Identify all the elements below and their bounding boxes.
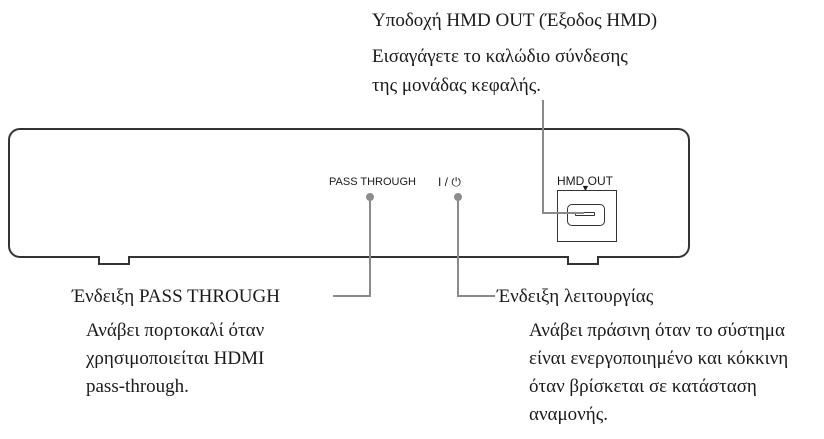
pass-through-callout-description-line2: χρησιμοποιείται HDMI	[86, 348, 265, 369]
pass-through-leader-horizontal	[333, 295, 371, 297]
hmd-out-callout-description-line1: Εισαγάγετε το καλώδιο σύνδεσης	[372, 46, 628, 67]
power-callout-description-line3: όταν βρίσκεται σε κατάσταση	[529, 376, 757, 397]
power-indicator-led	[454, 193, 462, 201]
power-symbol-label: I / ⏻	[438, 175, 461, 189]
hmd-out-arrow-icon: ▼	[581, 183, 590, 193]
hmd-out-leader-horizontal	[542, 212, 584, 214]
pass-through-callout-description-line3: pass-through.	[86, 376, 189, 397]
hmd-out-callout-title: Υποδοχή HMD OUT (Έξοδος HMD)	[372, 10, 658, 31]
power-callout-description-line4: αναμονής.	[529, 404, 608, 425]
hmd-out-port-slot	[575, 212, 595, 216]
hmd-out-port-connector	[567, 204, 605, 226]
hmd-out-port	[557, 190, 617, 242]
pass-through-leader-vertical	[369, 201, 371, 297]
power-callout-description-line2: είναι ενεργοποιημένο και κόκκινη	[529, 348, 789, 369]
power-callout-title: Ένδειξη λειτουργίας	[497, 286, 654, 307]
pass-through-callout-title: Ένδειξη PASS THROUGH	[72, 286, 280, 307]
hmd-out-callout-description-line2: της μονάδας κεφαλής.	[372, 75, 541, 96]
pass-through-callout-description-line1: Ανάβει πορτοκαλί όταν	[86, 320, 265, 341]
pass-through-panel-label: PASS THROUGH	[329, 176, 416, 188]
power-callout-description-line1: Ανάβει πράσινη όταν το σύστημα	[529, 320, 785, 341]
power-leader-vertical	[457, 201, 459, 297]
hmd-out-leader-vertical	[542, 100, 544, 214]
left-foot	[98, 256, 130, 265]
power-leader-horizontal	[457, 295, 495, 297]
right-foot	[567, 256, 599, 265]
pass-through-indicator-led	[366, 193, 374, 201]
hmd-out-panel-label: HMD OUT	[557, 174, 613, 188]
